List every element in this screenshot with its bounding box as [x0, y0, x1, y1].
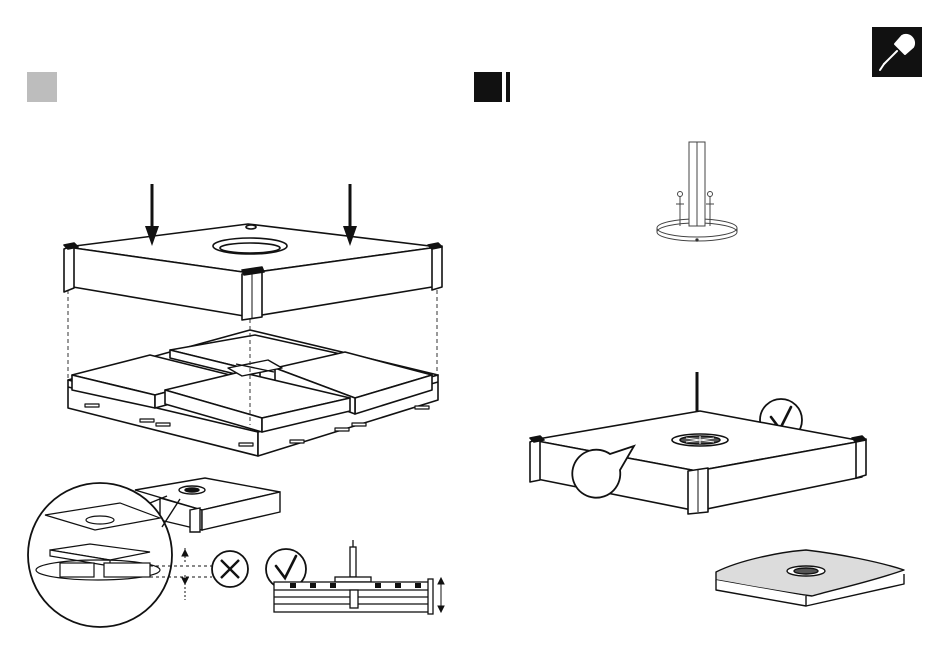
pole-mount — [657, 142, 737, 241]
cross-circle-icon — [212, 551, 248, 587]
finished-cover — [716, 550, 904, 606]
top-frame — [64, 224, 442, 320]
base-assembly-exploded — [64, 184, 442, 456]
